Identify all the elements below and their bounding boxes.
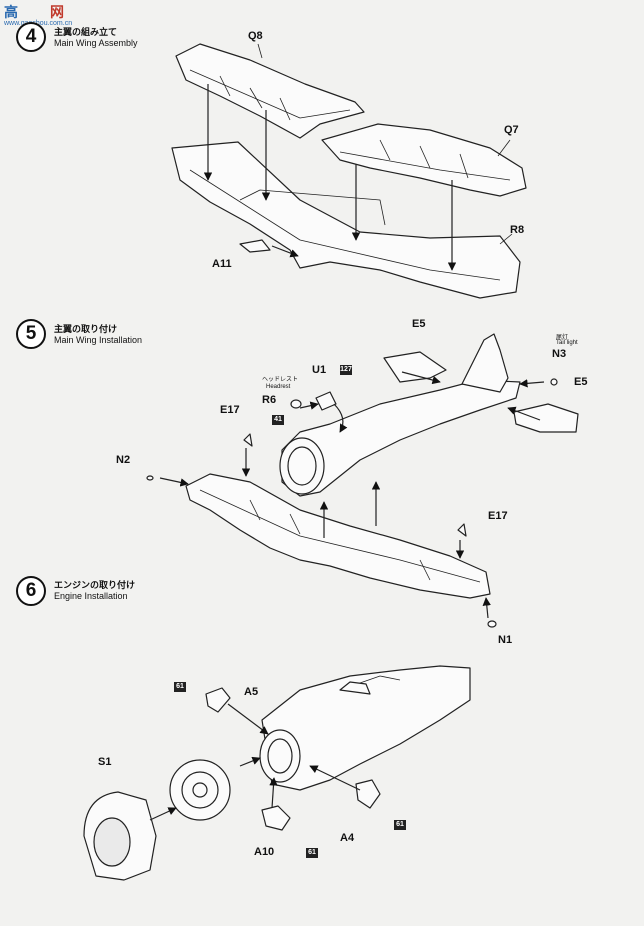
label-e5-right: E5: [574, 376, 588, 388]
vertical-tail: [461, 333, 509, 393]
cowling-mount: [279, 437, 325, 495]
label-n3: N3: [552, 348, 567, 360]
label-r8: R8: [510, 224, 525, 236]
upper-wing-q8: [175, 43, 365, 139]
exhaust-a10: [261, 805, 291, 831]
part-n1: [487, 620, 497, 628]
tail-light-jp: 尾灯: [556, 334, 569, 341]
stabilizer-left-e5: [383, 351, 447, 383]
fuselage: [281, 379, 521, 497]
label-a11: A11: [212, 258, 232, 270]
watermark-glyph-a: 高: [4, 5, 18, 21]
fuselage-front: [261, 665, 471, 791]
canopy: [339, 681, 371, 695]
radial-engine: [169, 759, 231, 821]
watermark-glyph-b: 网: [50, 5, 64, 21]
label-n2: N2: [116, 454, 131, 466]
exhaust-a5: [205, 687, 231, 713]
step5-number: 5: [16, 319, 46, 349]
step5-drawing: [146, 333, 579, 628]
label-a10: A10: [254, 846, 275, 858]
upper-wing-q7: [321, 123, 527, 197]
label-r6: R6: [262, 394, 277, 406]
label-q8: Q8: [248, 30, 263, 42]
label-a5: A5: [244, 686, 259, 698]
paint-code-a5: 61: [174, 682, 186, 692]
part-e17-left: [243, 433, 253, 447]
label-q7: Q7: [504, 124, 519, 136]
label-n1: N1: [498, 634, 513, 646]
headrest-jp: ヘッドレスト: [262, 376, 299, 383]
step6-number: 6: [16, 576, 46, 606]
part-n3: [550, 378, 558, 386]
main-wing: [185, 473, 491, 599]
paint-code-a4: 61: [394, 820, 406, 830]
paint-code-a10: 61: [306, 848, 318, 858]
engine-mount-ring: [259, 729, 301, 783]
exhaust-a4: [355, 779, 381, 809]
paint-code-u1: 127: [340, 365, 352, 375]
step4-number: 4: [16, 22, 46, 52]
tail-light-en: Tail light: [556, 340, 578, 346]
label-a4: A4: [340, 832, 355, 844]
step4-title-en: Main Wing Assembly: [54, 38, 138, 48]
step6-title-jp: エンジンの取り付け: [54, 581, 136, 591]
step5-title-jp: 主翼の取り付け: [54, 325, 118, 335]
label-s1: S1: [98, 756, 112, 768]
paint-code-r6: 41: [272, 415, 284, 425]
part-e17-right: [457, 523, 467, 537]
step5-title-en: Main Wing Installation: [54, 335, 143, 345]
step6-title-en: Engine Installation: [54, 591, 128, 601]
label-u1: U1: [312, 364, 327, 376]
part-n2: [146, 475, 154, 481]
step6-drawing: [83, 665, 471, 881]
headrest-u1: [315, 391, 337, 411]
headrest-en: Headrest: [266, 384, 291, 390]
label-e17-left: E17: [220, 404, 240, 416]
step4-title-jp: 主翼の組み立て: [54, 28, 118, 38]
part-a11: [239, 239, 271, 253]
stabilizer-right-e5: [513, 403, 579, 433]
label-e5-top: E5: [412, 318, 426, 330]
label-e17-right: E17: [488, 510, 508, 522]
part-r6: [290, 399, 302, 409]
step4-drawing: [171, 43, 527, 299]
lower-wing-r8: [171, 141, 521, 299]
